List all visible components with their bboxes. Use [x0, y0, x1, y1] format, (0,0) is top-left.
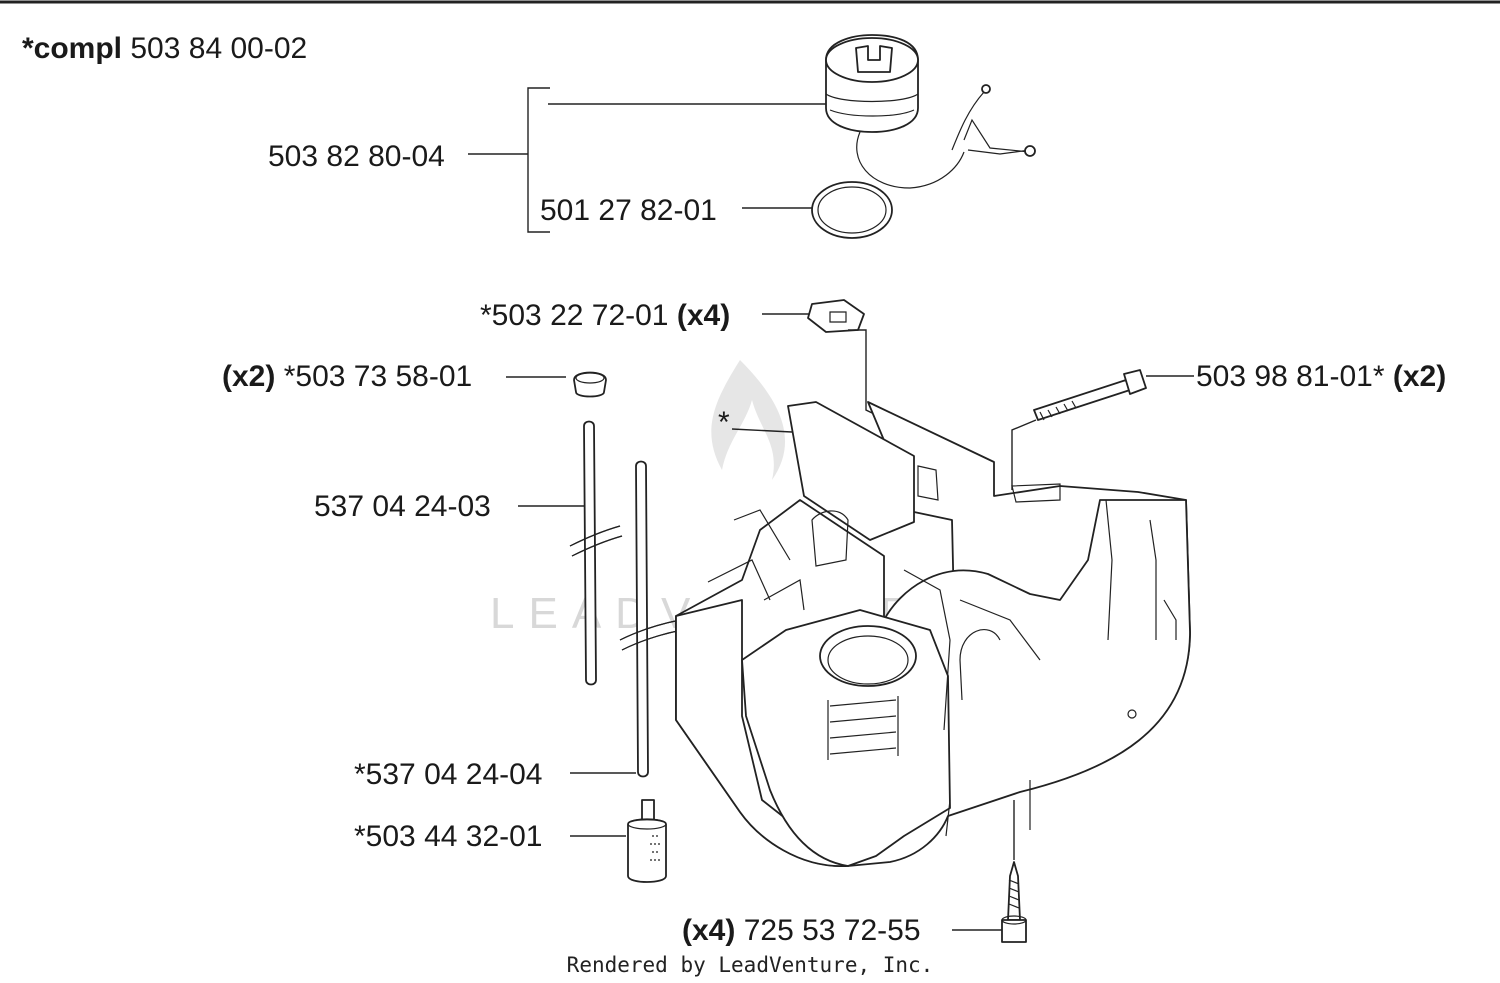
fuel-cap-icon: [825, 34, 919, 133]
cap-strap-fork: [951, 91, 1031, 155]
grommet-icon: [573, 371, 607, 398]
callout-bolt: 503 98 81-01* (x2): [1196, 360, 1446, 393]
filter-group: *503 44 32-01: [354, 799, 667, 883]
grommet-group: (x2) *503 73 58-01: [222, 360, 607, 398]
bolt-group: 503 98 81-01* (x2): [1011, 360, 1446, 490]
footer-credit: Rendered by LeadVenture, Inc.: [567, 953, 934, 977]
fuel-cap-group: 503 82 80-04 501 27 82-01: [268, 34, 1036, 239]
clip-icon: [807, 299, 865, 333]
callout-screw: (x4) 725 53 72-55: [682, 914, 921, 947]
screw-icon: [1001, 861, 1027, 943]
assembly-prefix: *compl: [22, 32, 122, 65]
cap-strap: [856, 131, 965, 189]
callout-hose-1: 537 04 24-03: [314, 490, 491, 523]
flame-watermark-icon: [711, 360, 786, 480]
bolt-icon: [1033, 369, 1147, 421]
screw-group: (x4) 725 53 72-55: [682, 800, 1027, 947]
assembly-heading: *compl 503 84 00-02: [22, 32, 307, 65]
hose-group: 537 04 24-03 *537 04 24-04: [314, 420, 683, 791]
clip-group: *503 22 72-01 (x4): [480, 299, 991, 471]
callout-fuel-cap-assy: 503 82 80-04: [268, 140, 445, 173]
callout-clip: *503 22 72-01 (x4): [480, 299, 730, 332]
hose-1-icon: [569, 420, 623, 686]
callout-filter: *503 44 32-01: [354, 820, 543, 853]
callout-hose-2: *537 04 24-04: [354, 758, 543, 791]
callout-cap-oring: 501 27 82-01: [540, 194, 717, 227]
filler-neck-icon: [819, 625, 917, 687]
oring-icon: [811, 181, 893, 239]
fuel-filter-icon: [627, 799, 667, 883]
callout-grommet: (x2) *503 73 58-01: [222, 360, 472, 393]
assembly-number: 503 84 00-02: [130, 32, 307, 65]
cap-bracket: [527, 87, 550, 233]
fuel-tank-housing-icon: [675, 401, 1191, 867]
callout-tank-star: *: [718, 406, 730, 439]
